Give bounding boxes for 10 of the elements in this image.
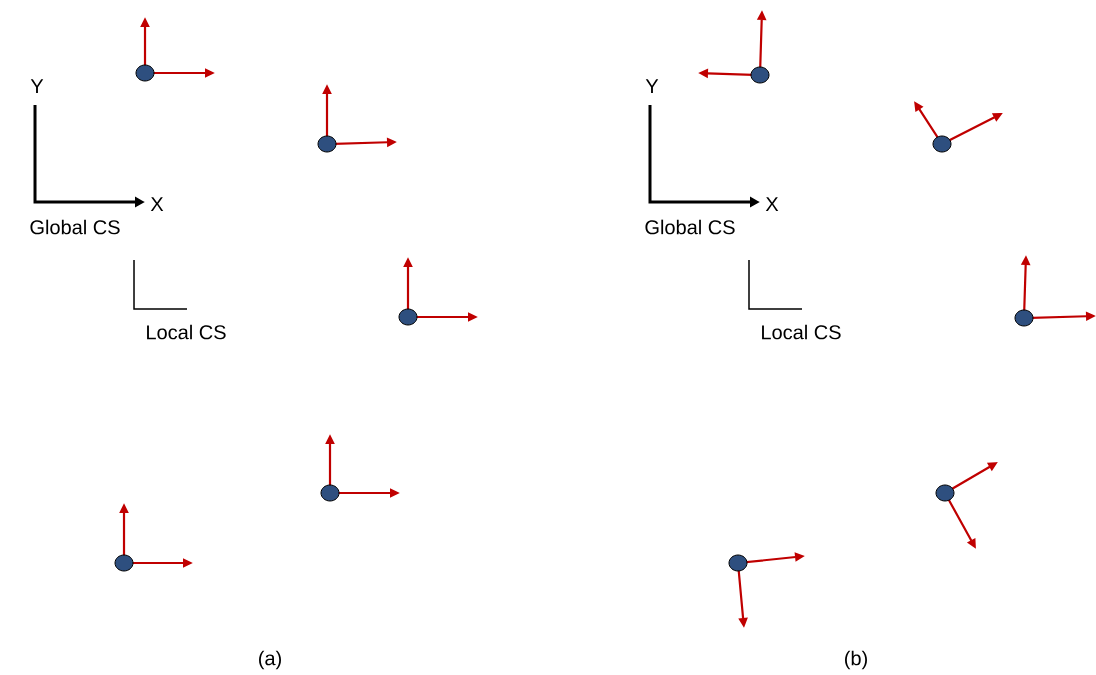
- axis-label: Global CS: [645, 219, 735, 235]
- axis-label: Local CS: [147, 324, 226, 340]
- axis-label: Local CS: [762, 324, 841, 340]
- axis-label: X: [765, 197, 779, 211]
- axis-label: Y: [30, 79, 44, 93]
- axis-label: Y: [645, 79, 659, 93]
- axis-label: X: [150, 197, 164, 211]
- caption: (a): [259, 650, 281, 670]
- caption: (b): [845, 650, 867, 670]
- axis-label: Global CS: [30, 219, 120, 235]
